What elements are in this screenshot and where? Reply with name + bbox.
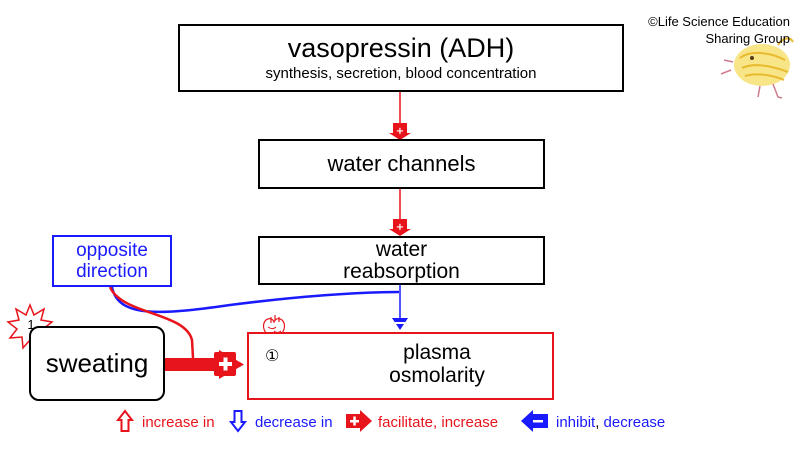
legend-inhibit-label: inhibit xyxy=(556,414,596,431)
copyright-line-2: Sharing Group xyxy=(705,31,790,46)
legend-increase-label: increase in xyxy=(142,414,215,431)
copyright-notice: ©Life Science Education Sharing Group xyxy=(648,13,790,47)
copyright-line-1: ©Life Science Education xyxy=(648,14,790,29)
sweating-node: sweating xyxy=(29,326,165,401)
water-channels-label: water channels xyxy=(327,151,476,176)
opposite-direction-node: opposite direction xyxy=(52,235,172,287)
plasma-marker: ① xyxy=(265,348,280,365)
legend-decrease-label: decrease in xyxy=(255,414,333,431)
svg-text:+: + xyxy=(396,222,404,233)
inhibit-marker xyxy=(392,318,408,330)
plasma-osmolarity-node: ① plasma osmolarity xyxy=(247,332,554,400)
plasma-osmolarity-label: plasma osmolarity xyxy=(347,341,527,387)
adh-subtitle: synthesis, secretion, blood concentratio… xyxy=(265,65,537,82)
opposite-direction-line-1: opposite xyxy=(76,240,148,261)
svg-text:+: + xyxy=(396,126,404,137)
logo-character-icon xyxy=(720,37,794,99)
facilitate-marker-2: + xyxy=(389,219,411,236)
plasma-osmolarity-line-2: osmolarity xyxy=(389,364,485,387)
legend-inhibit-separator: , xyxy=(595,414,604,431)
water-reabsorption-line-2: reabsorption xyxy=(343,259,460,283)
water-channels-node: water channels xyxy=(258,139,545,189)
adh-title: vasopressin (ADH) xyxy=(287,33,515,63)
water-reabsorption-node: water reabsorption xyxy=(258,236,545,285)
opposite-blue-curve xyxy=(110,286,400,314)
adh-node: vasopressin (ADH) synthesis, secretion, … xyxy=(178,24,624,92)
facilitate-marker-1: + xyxy=(389,123,411,140)
legend-facilitate-label: facilitate, increase xyxy=(378,414,499,431)
sweating-badge-number: 1 xyxy=(27,317,35,332)
opposite-direction-line-2: direction xyxy=(76,261,148,282)
sweating-to-plasma-arrow xyxy=(165,350,244,379)
plasma-osmolarity-line-1: plasma xyxy=(403,341,471,364)
legend-decrease2-label: decrease xyxy=(603,414,666,431)
sweating-label: sweating xyxy=(45,348,149,378)
legend: increase in decrease in facilitate, incr… xyxy=(0,409,800,437)
water-reabsorption-line-1: water xyxy=(375,237,428,261)
legend-inhibit-group: inhibit, decrease xyxy=(556,414,665,431)
